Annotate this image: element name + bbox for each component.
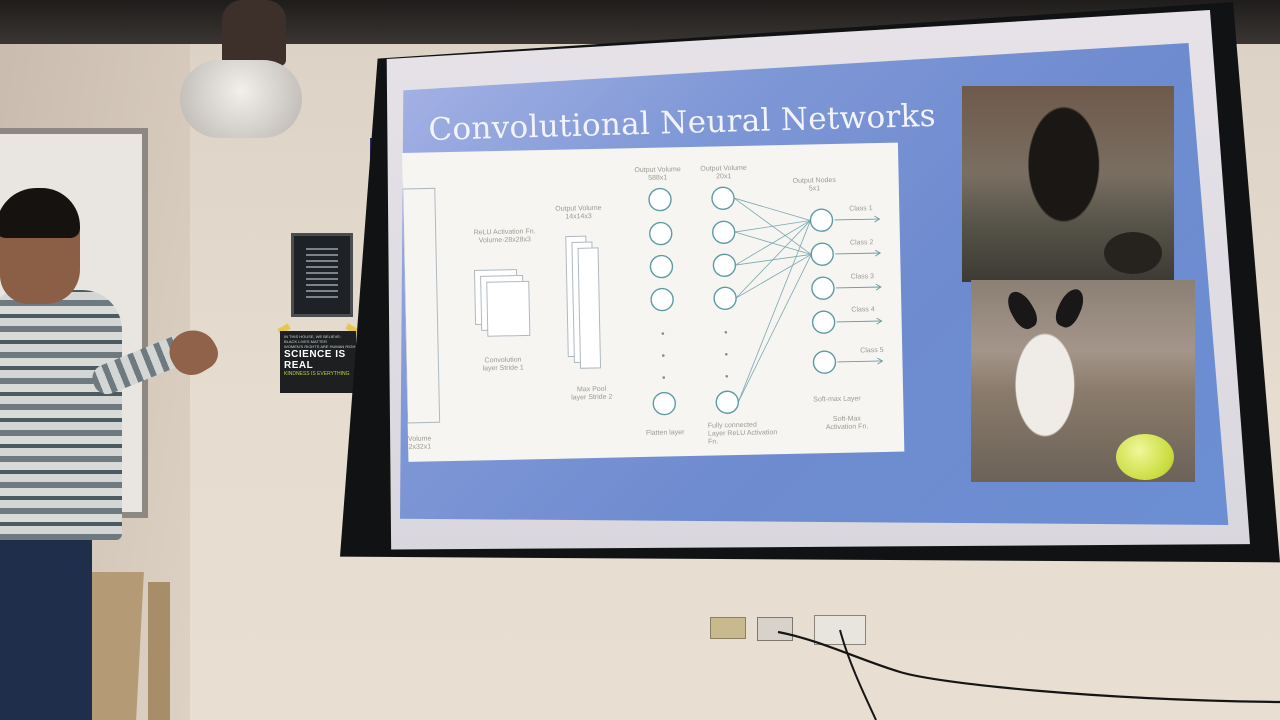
cardboard-sheet [148,582,170,720]
fc-node [713,286,737,310]
connection-line [737,254,812,403]
network-diagram-svg [402,186,884,424]
arrow-head [876,317,883,325]
ellipsis-dot [724,352,728,356]
dog-photo-top [962,86,1174,282]
input-volume [402,187,441,424]
fc-node [711,186,735,210]
output-arrow [837,360,883,363]
conv-feature-map [486,280,531,337]
flatten-node [650,287,674,312]
fc-node [715,390,739,414]
output-node [811,276,835,300]
output-node [812,350,837,374]
output-node [810,242,834,266]
flatten-node [648,187,672,212]
output-arrow [835,286,881,289]
poster-line: WOMEN'S RIGHTS ARE HUMAN RIGHTS [284,344,356,349]
wall-poster: IN THIS HOUSE, WE BELIEVE: BLACK LIVES M… [280,331,356,393]
stuffed-toy [222,0,286,66]
arrow-head [874,215,881,223]
ellipsis-dot [661,332,665,335]
flatten-node [649,254,674,279]
arrow-head [874,249,882,257]
connection-line [737,220,811,403]
poster-line: KINDNESS IS EVERYTHING [284,371,350,377]
ellipsis-dot [724,330,728,334]
output-node [811,310,836,334]
arrow-head [877,357,884,365]
poster-headline: SCIENCE IS REAL [284,349,346,371]
arrow-head [875,283,882,291]
ellipsis-dot [725,374,729,378]
poster-line: BLACK LIVES MATTER [284,339,327,344]
connection-line [733,197,811,221]
output-node [809,208,834,232]
wall-outlet [710,617,746,639]
fc-node [712,253,737,277]
presenter-hoodie [0,290,122,540]
ceiling-speaker [180,60,302,138]
tennis-ball [1116,434,1174,480]
output-arrow [835,252,881,255]
fc-node [712,220,736,244]
connection-line [734,220,811,233]
flatten-node [652,391,677,416]
presenter-legs [0,530,92,720]
flatten-node [649,221,673,246]
connection-line [735,220,811,299]
pool-feature-map [577,247,602,369]
ellipsis-dot [661,354,665,357]
poster-line: IN THIS HOUSE, WE BELIEVE: [284,334,342,339]
ellipsis-dot [662,376,666,379]
wall-plaque [291,233,353,317]
connection-line [735,220,811,266]
output-arrow [836,320,882,323]
output-arrow [834,218,880,221]
wall-outlet [757,617,793,641]
connection-line [735,254,812,299]
